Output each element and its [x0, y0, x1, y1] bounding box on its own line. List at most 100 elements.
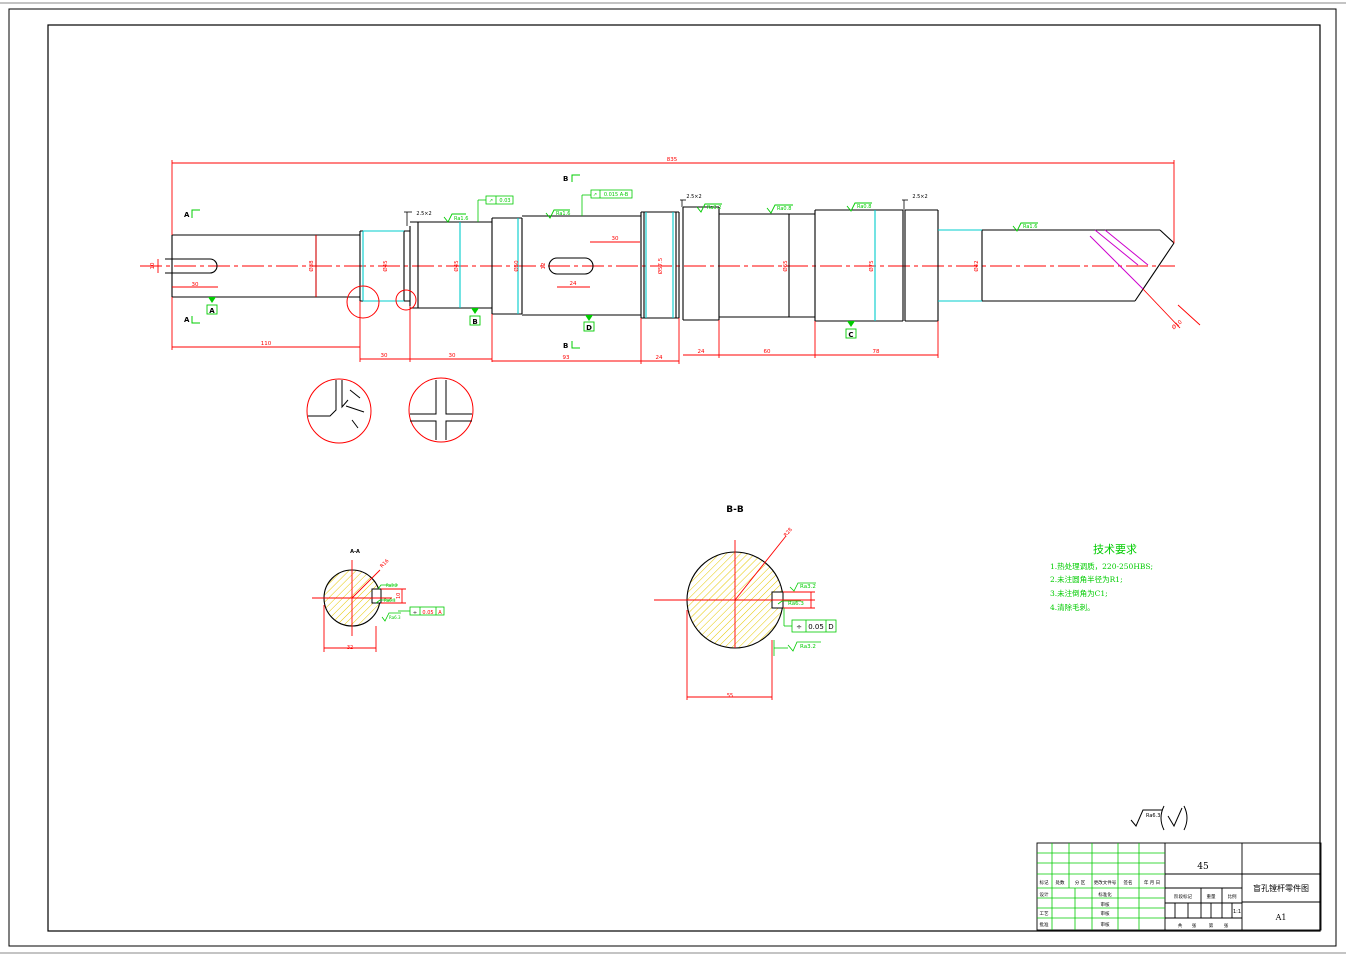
svg-text:处数: 处数 — [1056, 879, 1065, 886]
section-bb: B-B R28 55 Ra3.2 Ra6.3 Ra3.2 — [654, 505, 837, 700]
section-bb-title: B-B — [726, 505, 744, 515]
dim-groove-b: 2.5×2 — [686, 194, 701, 200]
ra-f: Ra1.6 — [1023, 224, 1037, 230]
runout-frame-b: ↗ 0.015 A-B — [581, 189, 633, 216]
svg-text:Ra6.3: Ra6.3 — [788, 601, 804, 607]
tech-req-item-4: 4.清除毛刺。 — [1050, 602, 1095, 612]
svg-text:55: 55 — [727, 693, 733, 699]
svg-text:R28: R28 — [783, 527, 794, 538]
svg-text:设计: 设计 — [1040, 891, 1049, 898]
detail-view-2 — [408, 377, 474, 443]
svg-text:0.05: 0.05 — [422, 610, 433, 616]
ra-a: Ra1.6 — [454, 216, 468, 222]
tech-req-item-1: 1.热处理调质，220-250HBS; — [1050, 561, 1153, 571]
svg-text:第: 第 — [1209, 922, 1214, 929]
dim-groove-a: 2.5×2 — [416, 211, 431, 217]
section-mark-a-bottom: A — [184, 316, 190, 324]
dim-d-key2: 12 — [541, 263, 547, 270]
svg-text:A: A — [438, 610, 442, 616]
svg-text:32: 32 — [347, 645, 353, 651]
svg-text:Ra6.3: Ra6.3 — [384, 598, 396, 603]
dimension-lines — [157, 160, 1201, 364]
svg-text:÷: ÷ — [796, 623, 802, 631]
svg-text:标记: 标记 — [1040, 879, 1049, 886]
dim-step-24a: 24 — [656, 355, 663, 361]
dim-step-24b: 24 — [698, 349, 705, 355]
dim-d-shaft5: Ø57.5 — [657, 257, 664, 274]
angle-lines — [1089, 229, 1149, 290]
dim-d-shaft1: Ø38 — [308, 260, 315, 272]
runout-frame-a: ↗ 0.03 — [477, 195, 514, 222]
ra-d: Ra0.8 — [777, 206, 791, 212]
dim-overall: 835 — [667, 157, 678, 163]
tech-req-item-2: 2.未注圆角半径为R1; — [1050, 574, 1123, 584]
datum-b: B — [469, 308, 481, 326]
svg-text:标准化: 标准化 — [1098, 891, 1112, 898]
cyan-surfaces — [362, 210, 982, 321]
dim-keyway-w: 24 — [570, 281, 577, 287]
svg-text:审核: 审核 — [1101, 901, 1110, 908]
dim-keyway-len: 30 — [612, 236, 619, 242]
svg-text:Ra3.2: Ra3.2 — [386, 583, 398, 588]
dim-d-shaft7: Ø75 — [868, 260, 875, 272]
dim-step-30a: 30 — [381, 353, 388, 359]
dim-left-len: 110 — [261, 341, 272, 347]
svg-text:更改文件号: 更改文件号 — [1094, 879, 1117, 886]
section-mark-b-top: B — [563, 175, 568, 183]
dim-d-shaft4: Ø50 — [513, 260, 520, 272]
sheet-size: A1 — [1275, 913, 1287, 922]
svg-text:B: B — [472, 318, 477, 326]
section-aa-title: A-A — [350, 549, 360, 555]
ra-b: Ra1.6 — [556, 211, 570, 217]
detail-view-1 — [306, 378, 372, 444]
svg-text:Ra6.3: Ra6.3 — [389, 615, 401, 620]
svg-text:÷: ÷ — [413, 610, 417, 616]
section-aa: A-A R16 32 10 Ra3.2 Ra6.3 Ra6.3 ÷ — [312, 549, 445, 652]
svg-text:签名: 签名 — [1124, 879, 1133, 886]
roughness-symbols — [443, 202, 1038, 232]
section-mark-b-bottom: B — [563, 342, 568, 350]
svg-text:审核: 审核 — [1101, 921, 1110, 928]
general-roughness: Ra6.3 — [1130, 805, 1188, 831]
shaft-main-view: 835 110 30 30 30 93 24 24 60 78 30 24 2.… — [140, 157, 1201, 364]
dim-d-shaft6: Ø65 — [782, 260, 789, 272]
dim-mid-len: 93 — [563, 355, 570, 361]
outer-border — [8, 8, 1337, 947]
tech-req-item-3: 3.未注倒角为C1; — [1050, 588, 1108, 598]
svg-text:0.03: 0.03 — [499, 198, 510, 204]
svg-text:Ra3.2: Ra3.2 — [800, 584, 816, 590]
drawing-name: 盲孔镗杆零件图 — [1253, 883, 1309, 893]
svg-text:C: C — [848, 331, 853, 339]
svg-text:D: D — [586, 324, 592, 332]
svg-text:批准: 批准 — [1040, 921, 1049, 928]
svg-text:比例: 比例 — [1228, 893, 1237, 900]
svg-text:张: 张 — [1192, 922, 1197, 929]
svg-text:Ra3.2: Ra3.2 — [800, 644, 816, 650]
svg-text:共: 共 — [1178, 922, 1183, 929]
ra-e: Ra0.8 — [857, 204, 871, 210]
svg-text:↗: ↗ — [593, 192, 597, 198]
dim-groove-c: 2.5×2 — [912, 194, 927, 200]
title-block: 标记 处数 分 区 更改文件号 签名 年 月 日 设计 标准化 审核 工艺 审核… — [1036, 842, 1322, 931]
detail-circle-1 — [346, 285, 380, 319]
svg-text:分 区: 分 区 — [1075, 879, 1086, 886]
dim-step-30b: 30 — [449, 353, 456, 359]
svg-text:Ra6.3: Ra6.3 — [1146, 813, 1160, 819]
datum-c: C — [845, 321, 857, 339]
svg-text:0.05: 0.05 — [808, 623, 824, 631]
svg-text:阶段标记: 阶段标记 — [1174, 893, 1192, 900]
dim-d-left: 10 — [150, 262, 156, 269]
datum-a: A — [206, 297, 218, 315]
svg-text:D: D — [828, 623, 833, 631]
datum-d: D — [583, 315, 595, 332]
tech-req-title: 技术要求 — [1093, 543, 1137, 556]
section-mark-a-top: A — [184, 211, 190, 219]
scale: 1:1 — [1233, 909, 1241, 915]
svg-text:工艺: 工艺 — [1040, 911, 1049, 917]
material: 45 — [1197, 862, 1209, 872]
svg-text:↗: ↗ — [489, 198, 493, 204]
dim-key-left: 30 — [192, 282, 199, 288]
technical-requirements: 技术要求 1.热处理调质，220-250HBS; 2.未注圆角半径为R1; 3.… — [1050, 543, 1153, 612]
inner-border — [47, 24, 1321, 932]
